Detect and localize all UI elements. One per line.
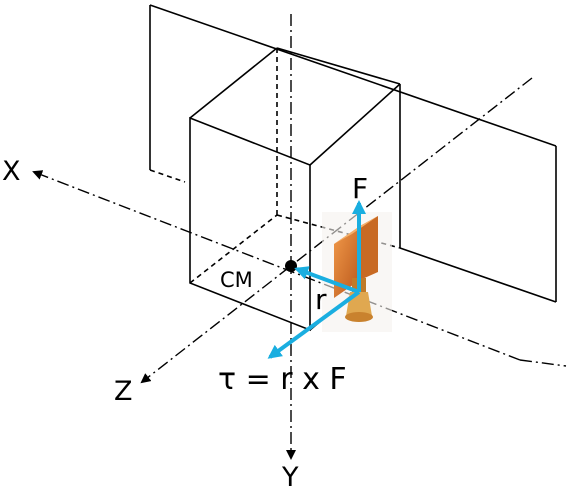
force-label: F [352,172,368,205]
center-of-mass-label: CM [220,268,253,292]
rocket-thruster-icon [322,212,392,332]
back-panel [149,4,557,303]
radius-label: r [315,283,327,316]
torque-vector [267,290,361,359]
torque-equation: τ = r x F [218,362,347,397]
radius-vector [294,266,360,294]
center-of-mass-point [285,260,297,272]
x-axis-label: X [2,156,21,187]
z-axis-label: Z [114,376,133,407]
x-axis-line [32,170,521,361]
vectors [267,200,366,359]
y-axis-label: Y [281,462,299,490]
x-axis-tail [519,359,567,367]
spacecraft-cube [189,47,401,332]
